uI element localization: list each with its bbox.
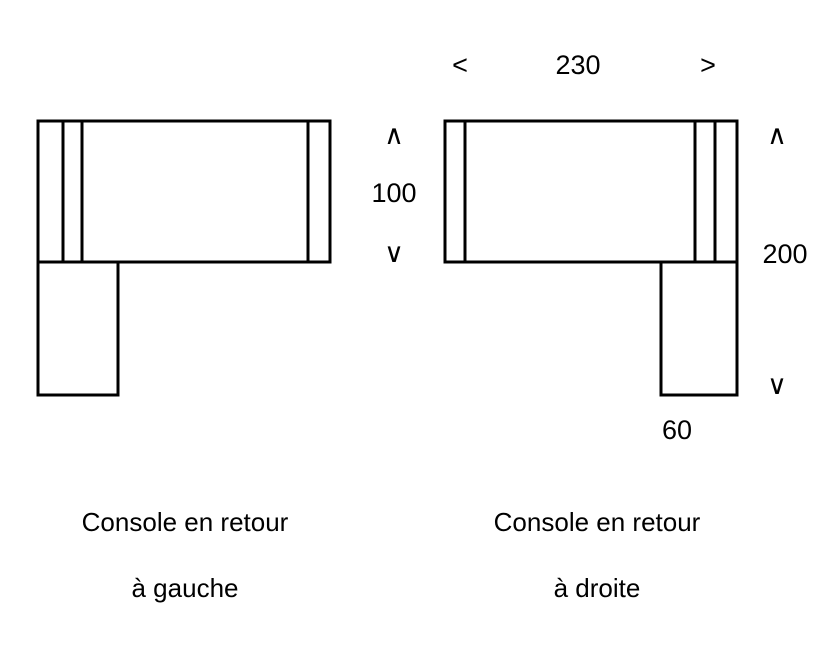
caption-console-right-line2: à droite (553, 573, 641, 604)
caption-console-right: Console en retour à droite (447, 473, 747, 638)
width-right-arrow-icon: > (700, 50, 716, 80)
caption-console-right-line1: Console en retour (493, 507, 701, 538)
dimension-label-height: 200 (762, 239, 808, 269)
depth-down-arrow-icon: ∨ (384, 238, 404, 268)
caption-console-left: Console en retour à gauche (35, 473, 335, 638)
height-up-arrow-icon: ∧ (767, 120, 787, 150)
width-left-arrow-icon: < (452, 50, 468, 80)
dimension-label-depth: 100 (371, 178, 417, 208)
height-down-arrow-icon: ∨ (767, 370, 787, 400)
dimension-label-width: 230 (555, 50, 601, 80)
console-right-body (445, 121, 737, 395)
dimension-label-leg-width: 60 (661, 415, 693, 445)
console-right-outline (445, 121, 737, 395)
console-left-outline (38, 121, 330, 395)
caption-console-left-line2: à gauche (131, 573, 239, 604)
caption-console-left-line1: Console en retour (81, 507, 289, 538)
depth-up-arrow-icon: ∧ (384, 120, 404, 150)
